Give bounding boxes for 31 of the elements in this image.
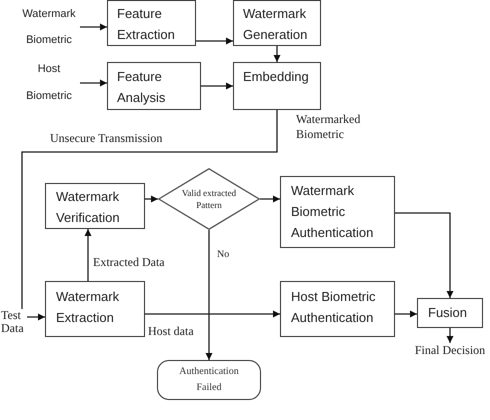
arrow: [145, 196, 158, 202]
arrow: [80, 80, 107, 86]
annotation-text: Watermarked Biometric: [296, 112, 362, 142]
process-box: Watermark Generation: [233, 0, 321, 46]
arrow: [145, 310, 280, 318]
arrow: [274, 46, 280, 62]
process-box: Fusion: [417, 298, 483, 328]
input-label: Test Data: [1, 309, 27, 337]
arrow: [206, 230, 212, 360]
arrow: [80, 24, 107, 30]
process-box: Watermark Verification: [45, 183, 145, 229]
arrow: [395, 310, 417, 318]
input-label: Host Biometric: [18, 56, 80, 110]
input-label: Watermark Biometric: [18, 1, 80, 53]
arrow: [260, 196, 280, 202]
arrow: [27, 314, 45, 320]
connector-line: [21, 110, 278, 309]
process-box: Embedding: [233, 62, 321, 110]
process-box: Watermark Extraction: [45, 281, 145, 337]
output-label: Final Decision: [412, 343, 488, 358]
process-box: Host Biometric Authentication: [280, 281, 395, 337]
terminal-box: Authentication Failed: [157, 360, 261, 400]
decision-text: Valid extracted Pattern: [180, 187, 238, 211]
process-box: Feature Extraction: [107, 0, 196, 46]
arrow: [196, 38, 233, 44]
arrow: [446, 328, 454, 343]
arrow: [201, 82, 233, 90]
arrow: [395, 212, 454, 298]
process-box: Feature Analysis: [107, 62, 201, 110]
process-box: Watermark Biometric Authentication: [280, 176, 395, 248]
arrow: [84, 229, 92, 281]
